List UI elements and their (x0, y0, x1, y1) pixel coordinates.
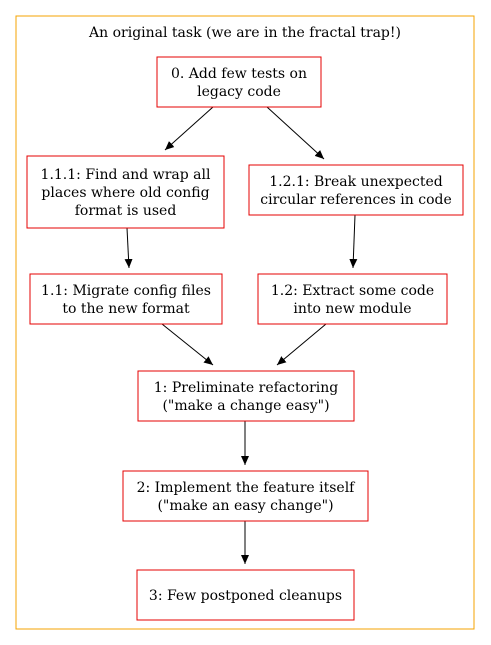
node-label-line: ("make an easy change") (157, 498, 333, 514)
node-box (248, 164, 464, 216)
node-n11: 1.1: Migrate config files to the new form… (29, 273, 223, 325)
node-n2: 2: Implement the feature itself ("make an… (122, 470, 369, 522)
node-n1: 1: Preliminate refactoring ("make a chang… (137, 370, 355, 422)
node-box (122, 470, 369, 522)
node-label-line: 1.2: Extract some code (271, 283, 434, 299)
node-n12: 1.2: Extract some code into new module (257, 273, 448, 325)
node-box (29, 273, 223, 325)
node-label-line: ("make a change easy") (162, 398, 329, 414)
node-label-line: circular references in code (260, 192, 452, 208)
node-label-line: legacy code (197, 84, 281, 100)
edge-n111-to-n11 (124, 227, 133, 269)
edge-n121-to-n12 (349, 214, 358, 269)
node-n0: 0. Add few tests on legacy code (156, 56, 322, 108)
edges-layer (124, 106, 358, 564)
node-label-line: 0. Add few tests on (171, 66, 307, 82)
edge-n12-to-n1 (276, 323, 327, 366)
node-label-line: into new module (293, 301, 411, 317)
node-box (136, 569, 355, 621)
cluster-title: An original task (we are in the fractal … (88, 25, 401, 41)
nodes-layer: 0. Add few tests on legacy code 1.1.1: Fin… (26, 56, 464, 621)
node-box (26, 155, 225, 229)
node-n3: 3: Few postponed cleanups (136, 569, 355, 621)
node-label-line: to the new format (62, 301, 190, 317)
edge-n0-to-n111 (164, 106, 214, 151)
edge-n0-to-n121 (266, 106, 325, 160)
node-label-line: places where old config (41, 185, 209, 201)
node-label-line: 1.1.1: Find and wrap all (41, 167, 211, 183)
node-box (156, 56, 322, 108)
node-label-line: 2: Implement the feature itself (137, 480, 357, 496)
node-label-line: 1.2.1: Break unexpected (269, 174, 443, 190)
node-label-line: format is used (75, 203, 177, 219)
edge-n11-to-n1 (161, 323, 214, 366)
node-label-line: 1: Preliminate refactoring (154, 380, 338, 396)
node-box (137, 370, 355, 422)
node-box (257, 273, 448, 325)
cluster-border (15, 15, 475, 630)
node-label-line: 1.1: Migrate config files (41, 283, 211, 299)
node-n111: 1.1.1: Find and wrap all places where old… (26, 155, 225, 229)
node-label-line: 3: Few postponed cleanups (149, 588, 342, 604)
node-n121: 1.2.1: Break unexpected circular referenc… (248, 164, 464, 216)
